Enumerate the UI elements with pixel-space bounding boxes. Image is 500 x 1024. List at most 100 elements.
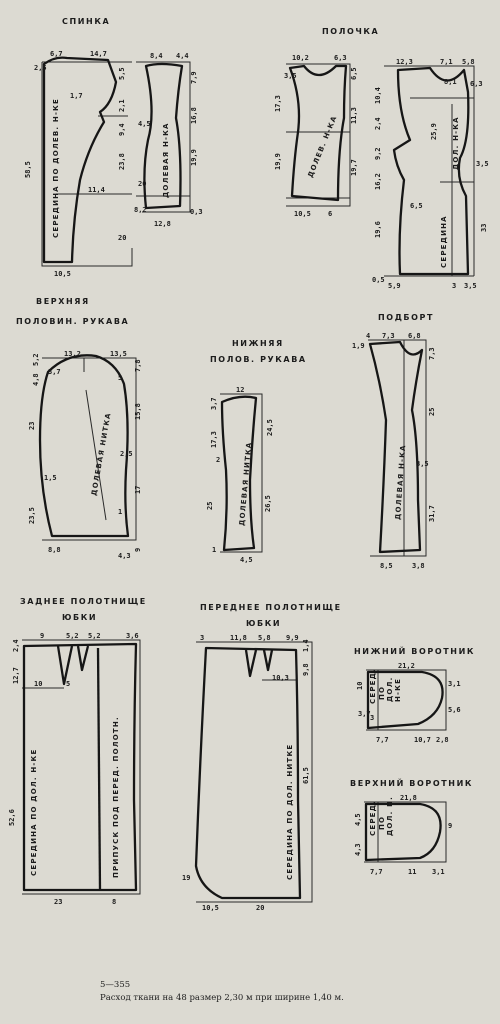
dim-facing-2: 7,3 [382, 332, 395, 340]
dim-sleeve-2: 13,5 [110, 350, 127, 358]
dim-back-1: 6,7 [50, 50, 63, 58]
dim-front-9: 6,5 [350, 67, 358, 80]
under-collar-outline [366, 670, 444, 730]
dim-ocollar-7: 3,1 [432, 868, 445, 876]
dim-bskirt-7: 10 [34, 680, 42, 688]
dim-front-3: 3,5 [284, 72, 297, 80]
dim-front-4: 17,3 [274, 95, 282, 112]
dim-back-12: 9,4 [118, 123, 126, 136]
dim-fskirt-1: 3 [200, 634, 204, 642]
dim-lsleeve-1: 12 [236, 386, 244, 394]
piece-back [41, 56, 133, 267]
dim-bskirt-9: 52,6 [8, 809, 16, 826]
front-skirt-frame [196, 641, 313, 903]
dim-fskirt-10: 10,5 [202, 904, 219, 912]
dim-lsleeve-8: 1 [212, 546, 216, 554]
dim-back-6: 11,4 [88, 186, 105, 194]
dim-back-10: 5,5 [118, 67, 126, 80]
dim-sleeve-9: 15,8 [134, 403, 142, 420]
dim-fskirt-11: 20 [256, 904, 264, 912]
dim-lsleeve-9: 4,5 [240, 556, 253, 564]
dim-bskirt-6: 12,7 [12, 667, 20, 684]
label-front-main: ДОЛ. Н-КА [452, 116, 460, 170]
dim-front-8: 11,3 [350, 107, 358, 124]
title-back: СПИНКА [62, 17, 110, 26]
dim-front-20: 0,5 [372, 276, 385, 284]
dim-back-14: 20 [118, 234, 126, 242]
piece-lower-sleeve [220, 393, 263, 553]
dim-sleeve-17: 4,3 [118, 552, 131, 560]
dim-front-12: 7,1 [440, 58, 453, 66]
dim-ocollar-5: 7,7 [370, 868, 383, 876]
dim-bskirt-10: 23 [54, 898, 62, 906]
dim-sleeve-16: 8,8 [48, 546, 61, 554]
dim-facing-7: 3,5 [416, 460, 429, 468]
label-under-collar-3: ДОЛ. [386, 677, 394, 702]
dim-fskirt-2: 11,8 [230, 634, 247, 642]
dim-front-7: 6 [328, 210, 332, 218]
dim-lsleeve-4: 24,5 [266, 419, 274, 436]
upper-collar-outline [364, 802, 442, 862]
title-lower-sleeve-1: НИЖНЯЯ [232, 339, 284, 348]
dim-front-6: 10,5 [294, 210, 311, 218]
upper-sleeve-outline [38, 354, 130, 538]
dim-sleeve-5: 3,7 [48, 368, 61, 376]
label-front-center: СЕРЕДИНА [440, 215, 448, 268]
dim-ocollar-3: 4,3 [354, 843, 362, 856]
dim-back-7: 10,5 [54, 270, 71, 278]
label-back-center: СЕРЕДИНА ПО ДОЛЕВ. Н-КЕ [52, 98, 60, 238]
dim-sleeve-15: 9 [134, 548, 142, 552]
piece-under-collar [366, 669, 447, 731]
dim-lsleeve-3: 17,3 [210, 431, 218, 448]
dim-bskirt-8: 5 [66, 680, 70, 688]
dim-fskirt-9: 19 [182, 874, 190, 882]
dim-lsleeve-6: 25 [206, 502, 214, 510]
upper-sleeve-grain [85, 389, 107, 521]
piece-facing [368, 339, 427, 557]
dim-ucollar-9: 3 [370, 714, 374, 722]
dim-ucollar-1: 21,2 [398, 662, 415, 670]
dim-back-21: 4,5 [138, 120, 151, 128]
front-skirt-dart-1 [244, 649, 258, 678]
dim-front-5: 19,9 [274, 153, 282, 170]
dim-front-22: 3 [452, 282, 456, 290]
dim-back-2: 14,7 [90, 50, 107, 58]
piece-back-skirt [22, 639, 141, 895]
dim-fskirt-7: 10,3 [272, 674, 289, 682]
dim-bskirt-4: 3,6 [126, 632, 139, 640]
lower-sleeve-frame [220, 393, 263, 553]
dim-ocollar-2: 4,5 [354, 813, 362, 826]
dim-front-14: 10,4 [374, 87, 382, 104]
footer-consumption: Расход ткани на 48 размер 2,30 м при шир… [100, 993, 344, 1003]
dim-ucollar-7: 10,7 [414, 736, 431, 744]
dim-sleeve-13: 23,5 [28, 507, 36, 524]
dim-front-11: 12,3 [396, 58, 413, 66]
dim-ocollar-4: 9 [448, 822, 452, 830]
piece-back-side [136, 61, 191, 213]
dim-front-28: 33 [480, 224, 488, 232]
label-upper-collar-3: ДОЛ. Н. [386, 796, 394, 836]
label-upper-sleeve: ДОЛЕВАЯ НИТКА [90, 412, 113, 497]
dim-front-10: 19,7 [350, 159, 358, 176]
dim-fskirt-8: 61,5 [302, 767, 310, 784]
back-outline [42, 56, 118, 264]
dim-fskirt-4: 9,9 [286, 634, 299, 642]
title-back-skirt-2: ЮБКИ [62, 613, 97, 622]
upper-collar-frame [364, 801, 447, 863]
back-skirt-dart-1 [56, 645, 74, 686]
dim-back-4: 1,7 [70, 92, 83, 100]
under-collar-frame [366, 669, 447, 731]
dim-front-26: 6,3 [470, 80, 483, 88]
dim-back-20: 8,2 [134, 206, 147, 214]
dim-front-13: 5,8 [462, 58, 475, 66]
title-upper-sleeve-2: ПОЛОВИН. РУКАВА [16, 317, 129, 326]
dim-fskirt-3: 5,8 [258, 634, 271, 642]
dim-sleeve-4: 4,8 [32, 373, 40, 386]
dim-sleeve-14: 1 [118, 508, 122, 516]
lower-sleeve-outline [220, 395, 258, 552]
dim-facing-5: 7,3 [428, 347, 436, 360]
dim-facing-1: 4 [366, 332, 370, 340]
dim-sleeve-11: 1,5 [44, 474, 57, 482]
dim-facing-3: 6,8 [408, 332, 421, 340]
